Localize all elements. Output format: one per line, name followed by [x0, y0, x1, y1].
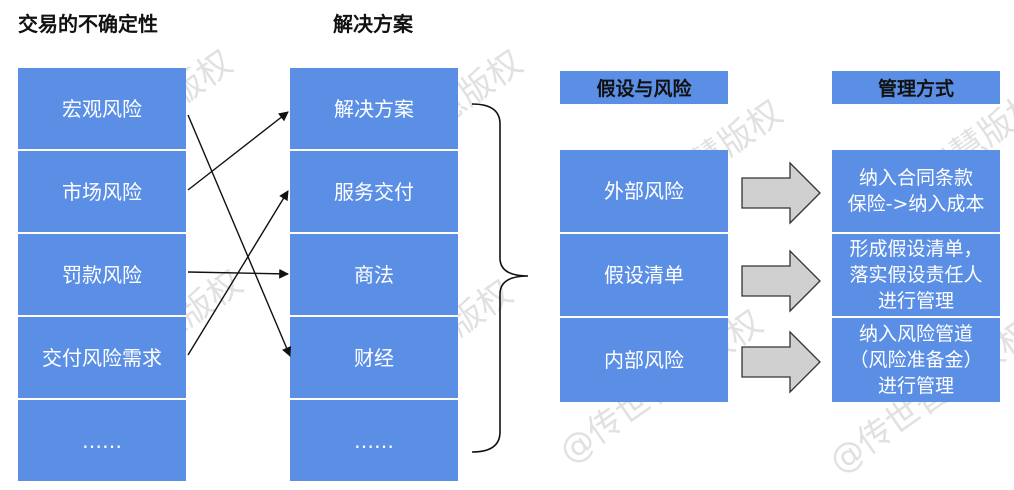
block-arrow-icon: [741, 161, 821, 225]
left-column-title: 交易的不确定性: [18, 12, 158, 36]
risk-item: 外部风险: [560, 150, 728, 234]
solution-item: 财经: [290, 317, 458, 400]
block-arrow-icon: [741, 249, 821, 313]
mapping-arrow: [187, 111, 289, 191]
risk-item: 假设清单: [560, 234, 728, 318]
mapping-arrow: [187, 114, 292, 357]
mgmt-header: 管理方式: [832, 71, 1000, 104]
mgmt-item: 纳入风险管道 （风险准备金） 进行管理: [832, 318, 1000, 402]
solution-item: 解决方案: [290, 68, 458, 151]
mid-column-title: 解决方案: [333, 12, 413, 36]
mgmt-column: 纳入合同条款 保险->纳入成本 形成假设清单， 落实假设责任人 进行管理 纳入风…: [832, 150, 1000, 402]
uncertainty-item: 罚款风险: [18, 234, 186, 317]
solution-column: 解决方案 服务交付 商法 财经 ……: [290, 68, 458, 481]
risk-header: 假设与风险: [560, 71, 728, 104]
uncertainty-item: 市场风险: [18, 151, 186, 234]
mgmt-item: 纳入合同条款 保险->纳入成本: [832, 150, 1000, 234]
solution-item: 商法: [290, 234, 458, 317]
block-arrow-icon: [741, 330, 821, 394]
solution-item: 服务交付: [290, 151, 458, 234]
uncertainty-item: 宏观风险: [18, 68, 186, 151]
risk-column: 外部风险 假设清单 内部风险: [560, 150, 728, 402]
right-brace: [471, 103, 529, 453]
mapping-arrow: [187, 190, 289, 356]
uncertainty-item: 交付风险需求: [18, 317, 186, 400]
risk-item: 内部风险: [560, 318, 728, 402]
uncertainty-column: 宏观风险 市场风险 罚款风险 交付风险需求 ……: [18, 68, 186, 481]
uncertainty-item: ……: [18, 400, 186, 481]
solution-item: ……: [290, 400, 458, 481]
mgmt-item: 形成假设清单， 落实假设责任人 进行管理: [832, 234, 1000, 318]
